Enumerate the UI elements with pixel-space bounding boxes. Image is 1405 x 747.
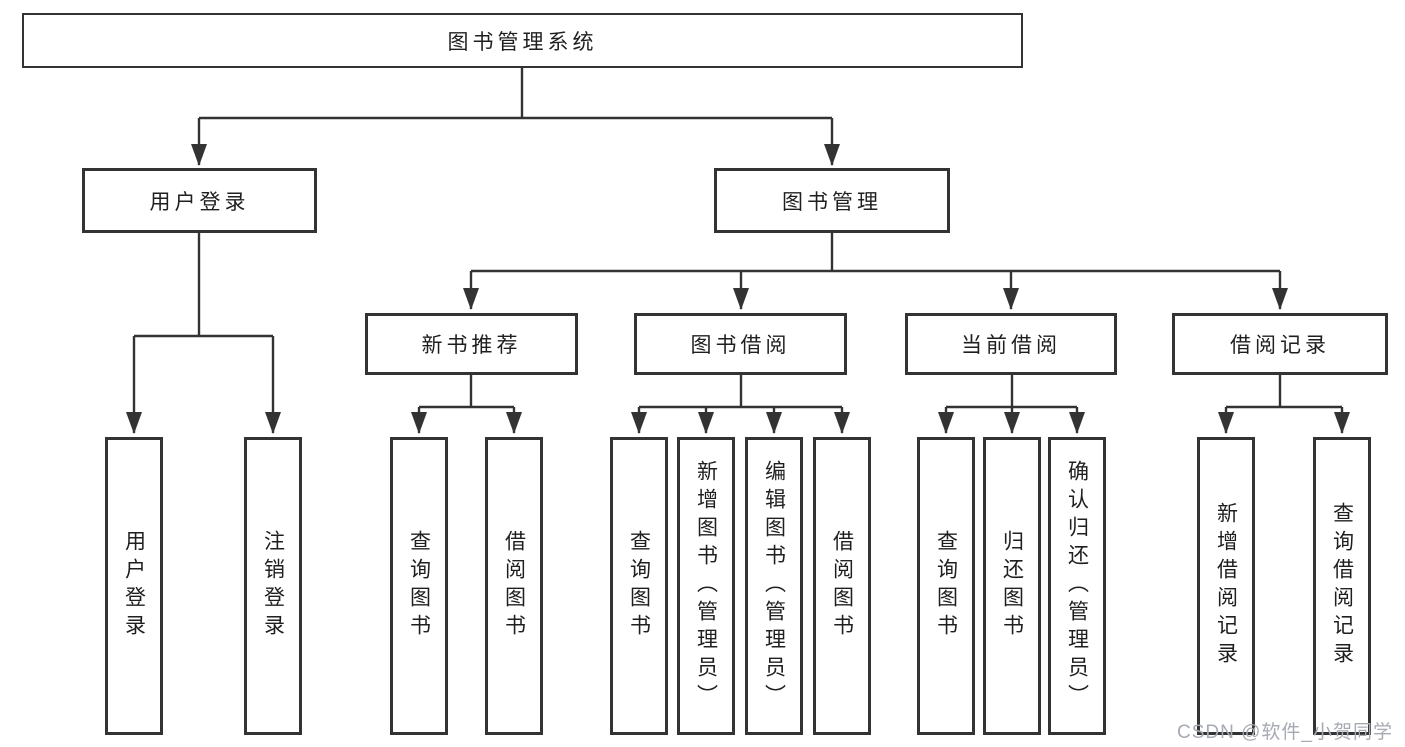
node-book-management: 图书管理	[714, 168, 950, 233]
leaf-label: 新增借阅记录	[1214, 502, 1238, 670]
leaf-label: 借阅图书	[830, 530, 854, 642]
leaf-label: 归还图书	[1000, 530, 1024, 642]
csdn-watermark: CSDN @软件_小贺同学	[1177, 722, 1393, 743]
leaf-borrow-books-recommend: 借阅图书	[485, 437, 543, 735]
node-new-book-recommend: 新书推荐	[365, 313, 578, 375]
leaf-borrow-books-borrowing: 借阅图书	[813, 437, 871, 735]
leaf-query-borrow-record: 查询借阅记录	[1313, 437, 1371, 735]
node-book-borrowing: 图书借阅	[634, 313, 847, 375]
leaf-label: 借阅图书	[502, 530, 526, 642]
leaf-confirm-return-admin: 确认归还（管理员）	[1048, 437, 1106, 735]
leaf-label: 查询图书	[934, 530, 958, 642]
leaf-label: 查询图书	[407, 530, 431, 642]
node-borrow-records: 借阅记录	[1172, 313, 1388, 375]
leaf-label: 新增图书（管理员）	[694, 460, 718, 712]
node-user-login: 用户登录	[82, 168, 317, 233]
leaf-add-borrow-record: 新增借阅记录	[1197, 437, 1255, 735]
leaf-user-login: 用户登录	[105, 437, 163, 735]
node-current-borrowing: 当前借阅	[905, 313, 1117, 375]
leaf-label: 编辑图书（管理员）	[762, 460, 786, 712]
leaf-edit-books-admin: 编辑图书（管理员）	[745, 437, 803, 735]
leaf-query-books-borrowing: 查询图书	[610, 437, 668, 735]
leaf-query-books-recommend: 查询图书	[390, 437, 448, 735]
leaf-label: 查询图书	[627, 530, 651, 642]
leaf-label: 用户登录	[122, 530, 146, 642]
node-book-management-system: 图书管理系统	[22, 13, 1023, 68]
leaf-label: 查询借阅记录	[1330, 502, 1354, 670]
leaf-logout: 注销登录	[244, 437, 302, 735]
leaf-return-books: 归还图书	[983, 437, 1041, 735]
leaf-query-books-current: 查询图书	[917, 437, 975, 735]
leaf-label: 确认归还（管理员）	[1065, 460, 1089, 712]
leaf-add-books-admin: 新增图书（管理员）	[677, 437, 735, 735]
leaf-label: 注销登录	[261, 530, 285, 642]
